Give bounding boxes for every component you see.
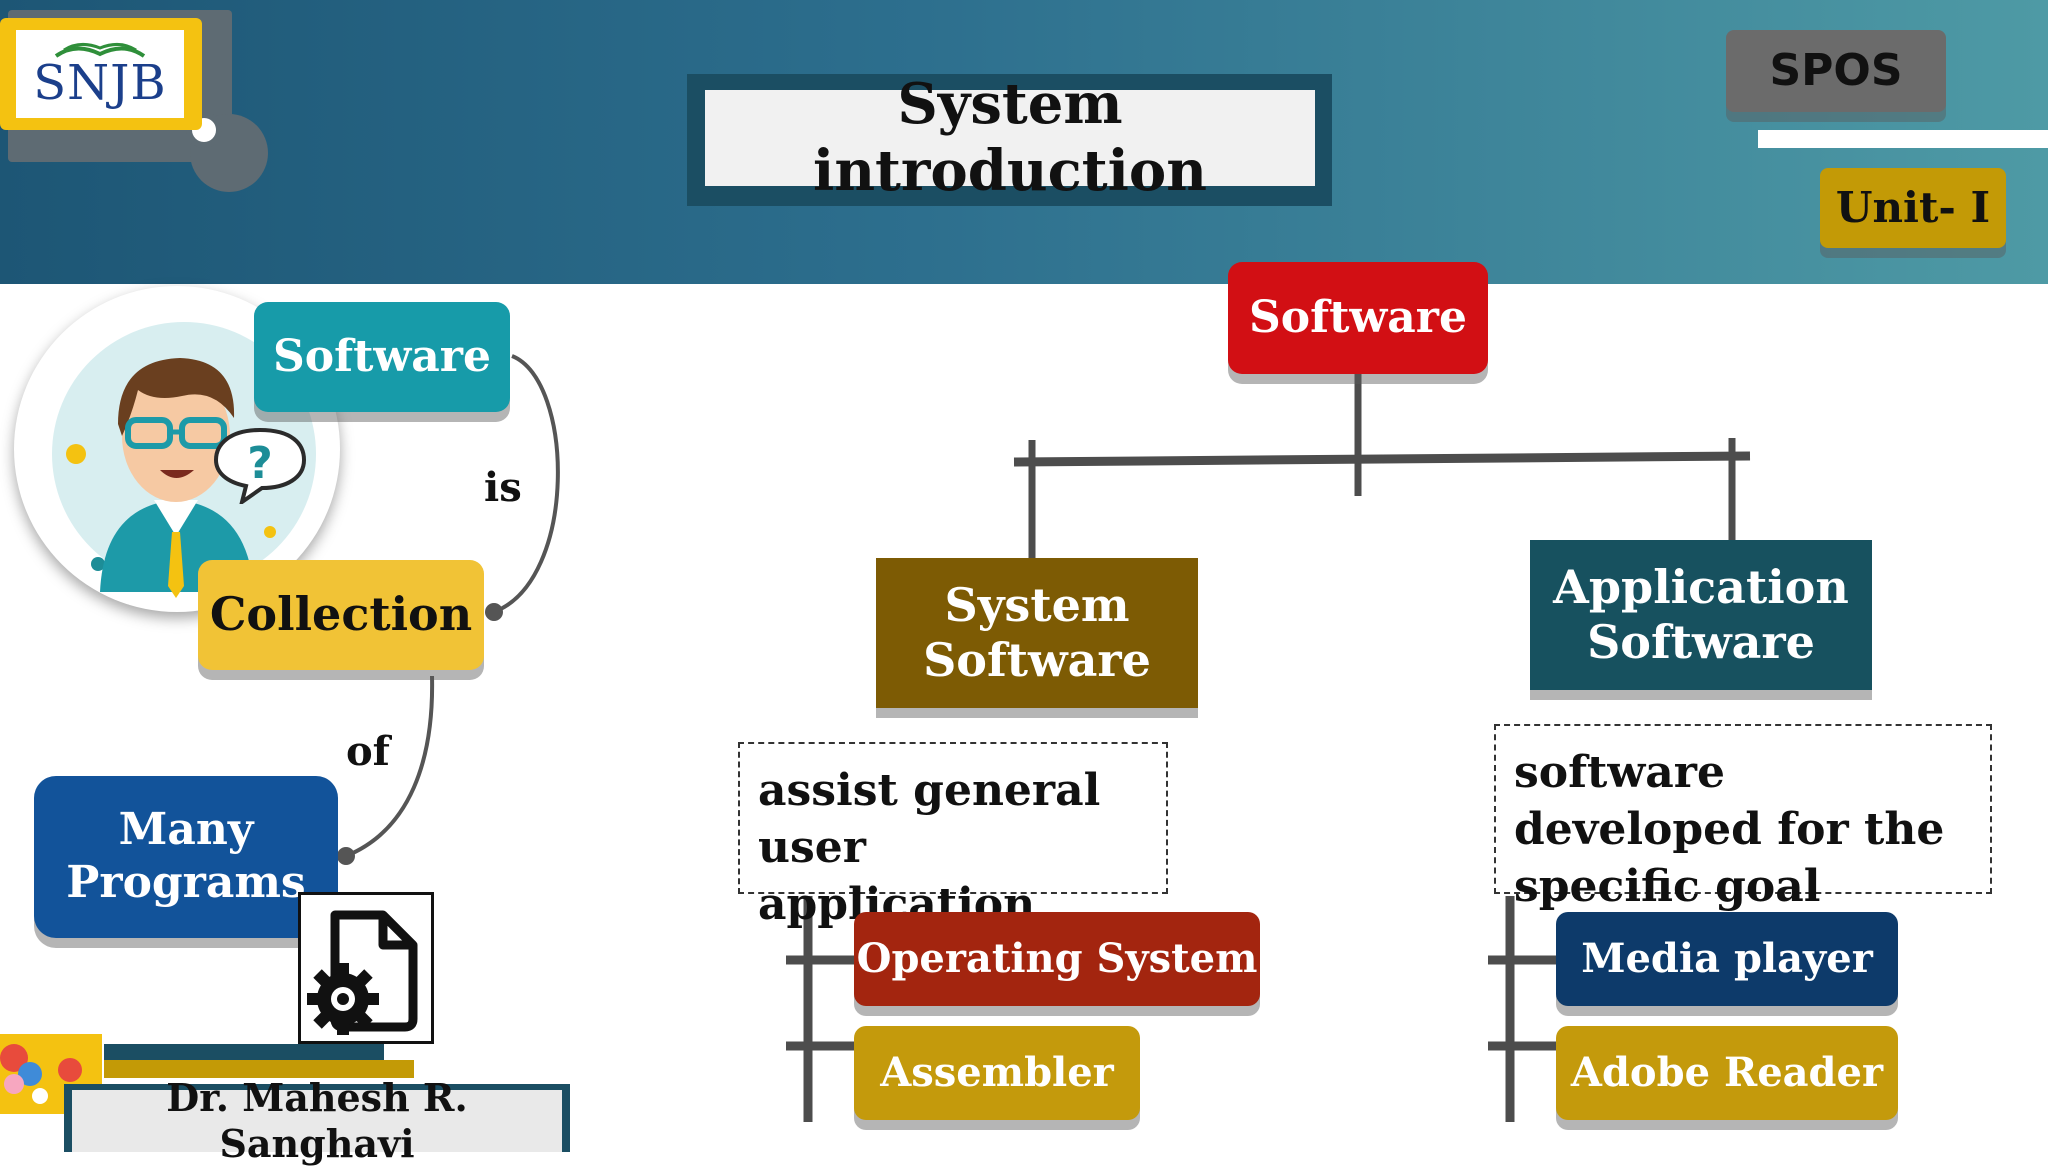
collection-term: Collection: [198, 560, 484, 670]
unit-badge: Unit- I: [1820, 168, 2006, 248]
logo: SNJB: [16, 30, 184, 118]
software-term: Software: [254, 302, 510, 412]
system-software-node: System Software: [876, 558, 1198, 708]
software-root-node: Software: [1228, 262, 1488, 374]
book-icon: [54, 43, 146, 58]
footer-stripe-gold: [104, 1060, 414, 1078]
application-software-description: software developed for the specific goal: [1494, 724, 1992, 912]
system-software-description: assist general user application: [738, 742, 1168, 930]
svg-text:?: ?: [247, 438, 273, 489]
of-label: of: [346, 728, 390, 775]
is-label: is: [484, 464, 522, 511]
course-badge: SPOS: [1726, 30, 1946, 112]
example-media-player: Media player: [1556, 912, 1898, 1006]
divider-line: [1758, 130, 2048, 148]
footer-stripe-teal: [104, 1044, 384, 1060]
logo-knob-inner: [186, 112, 222, 148]
program-file-icon: [298, 892, 434, 1044]
footer-decoration: [0, 1034, 102, 1114]
logo-text: SNJB: [33, 55, 167, 111]
application-software-node: Application Software: [1530, 540, 1872, 690]
many-programs-term: Many Programs: [34, 776, 338, 938]
question-bubble-icon: ?: [212, 424, 308, 507]
example-adobe-reader: Adobe Reader: [1556, 1026, 1898, 1120]
example-operating-system: Operating System: [854, 912, 1260, 1006]
example-assembler: Assembler: [854, 1026, 1140, 1120]
